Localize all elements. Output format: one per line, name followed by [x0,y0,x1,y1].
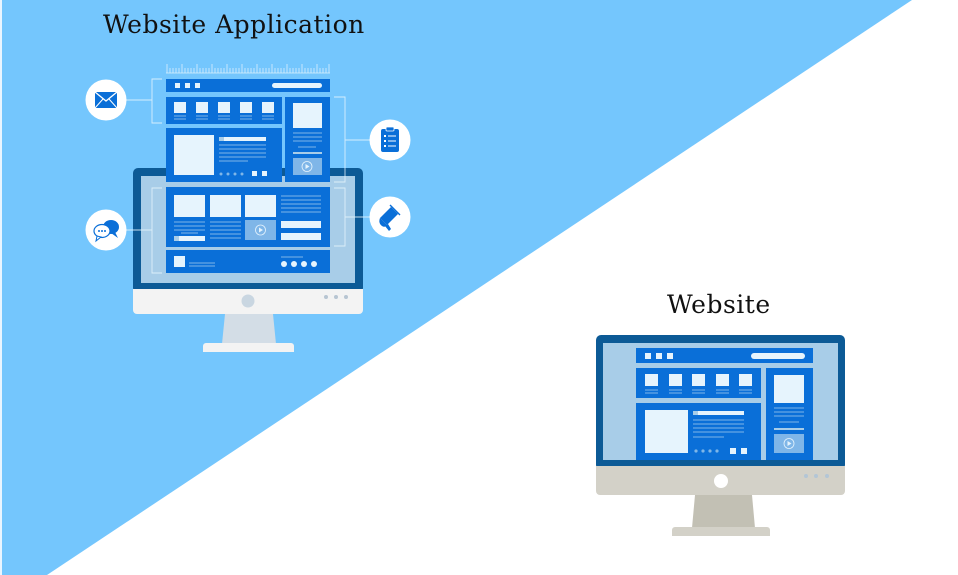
ruler [166,64,330,74]
connector-lines [126,78,370,274]
app-feature-panel [166,128,282,182]
website-sidebar [766,368,813,460]
website-feature-panel [636,403,761,460]
megaphone-icon [369,196,411,238]
chat-bubbles-icon [85,209,127,251]
app-content-panel [166,187,330,247]
app-footer-bar [166,250,330,273]
website-application-title: Website Application [103,10,365,39]
app-thumbnail-row [166,97,282,124]
app-sidebar [285,97,330,182]
app-header-bar [166,79,330,92]
website-header-bar [636,348,813,363]
website-thumbnail-row [636,368,761,398]
mail-icon [85,79,127,121]
website-title: Website [667,290,771,319]
clipboard-checklist-icon [369,119,411,161]
